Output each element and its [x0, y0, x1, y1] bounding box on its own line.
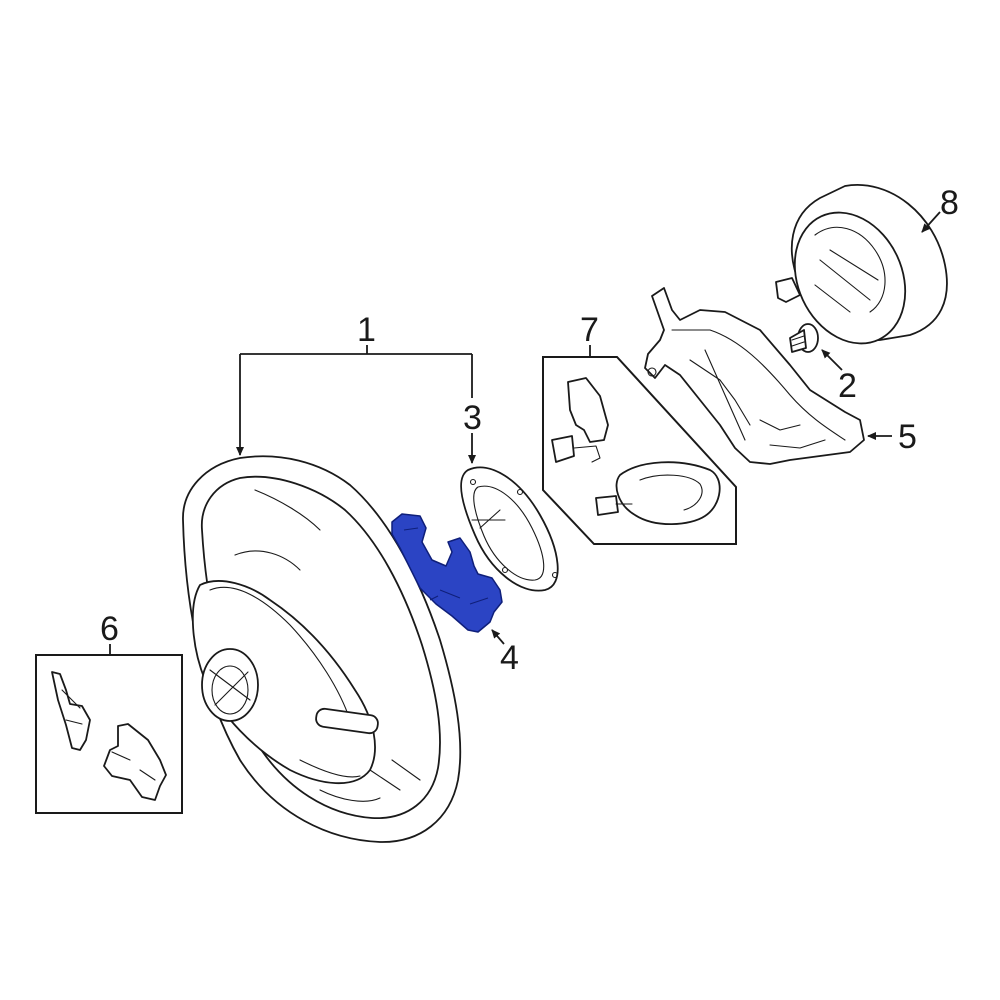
callout-7: 7: [580, 311, 599, 349]
callout-8-arrow: [921, 211, 941, 233]
bracket-highlighted[interactable]: [391, 513, 503, 633]
cover-plate[interactable]: [460, 466, 559, 592]
callout-8: 8: [940, 184, 959, 222]
trim-cover[interactable]: [644, 287, 865, 465]
callout-1: 1: [357, 311, 376, 349]
callout-6: 6: [100, 610, 119, 648]
callout-2-arrow: [821, 349, 843, 371]
screw[interactable]: [789, 323, 819, 353]
paddle-shifter-group[interactable]: [35, 654, 183, 814]
callout-2: 2: [838, 367, 857, 405]
switch-group[interactable]: [542, 356, 737, 545]
callout-5: 5: [898, 418, 917, 456]
airbag-module[interactable]: [774, 184, 948, 362]
callout-1-leader: [240, 345, 472, 355]
callout-4-arrow: [491, 629, 505, 645]
callout-4: 4: [500, 639, 519, 677]
callout-3: 3: [463, 399, 482, 437]
steering-wheel[interactable]: [182, 455, 462, 843]
